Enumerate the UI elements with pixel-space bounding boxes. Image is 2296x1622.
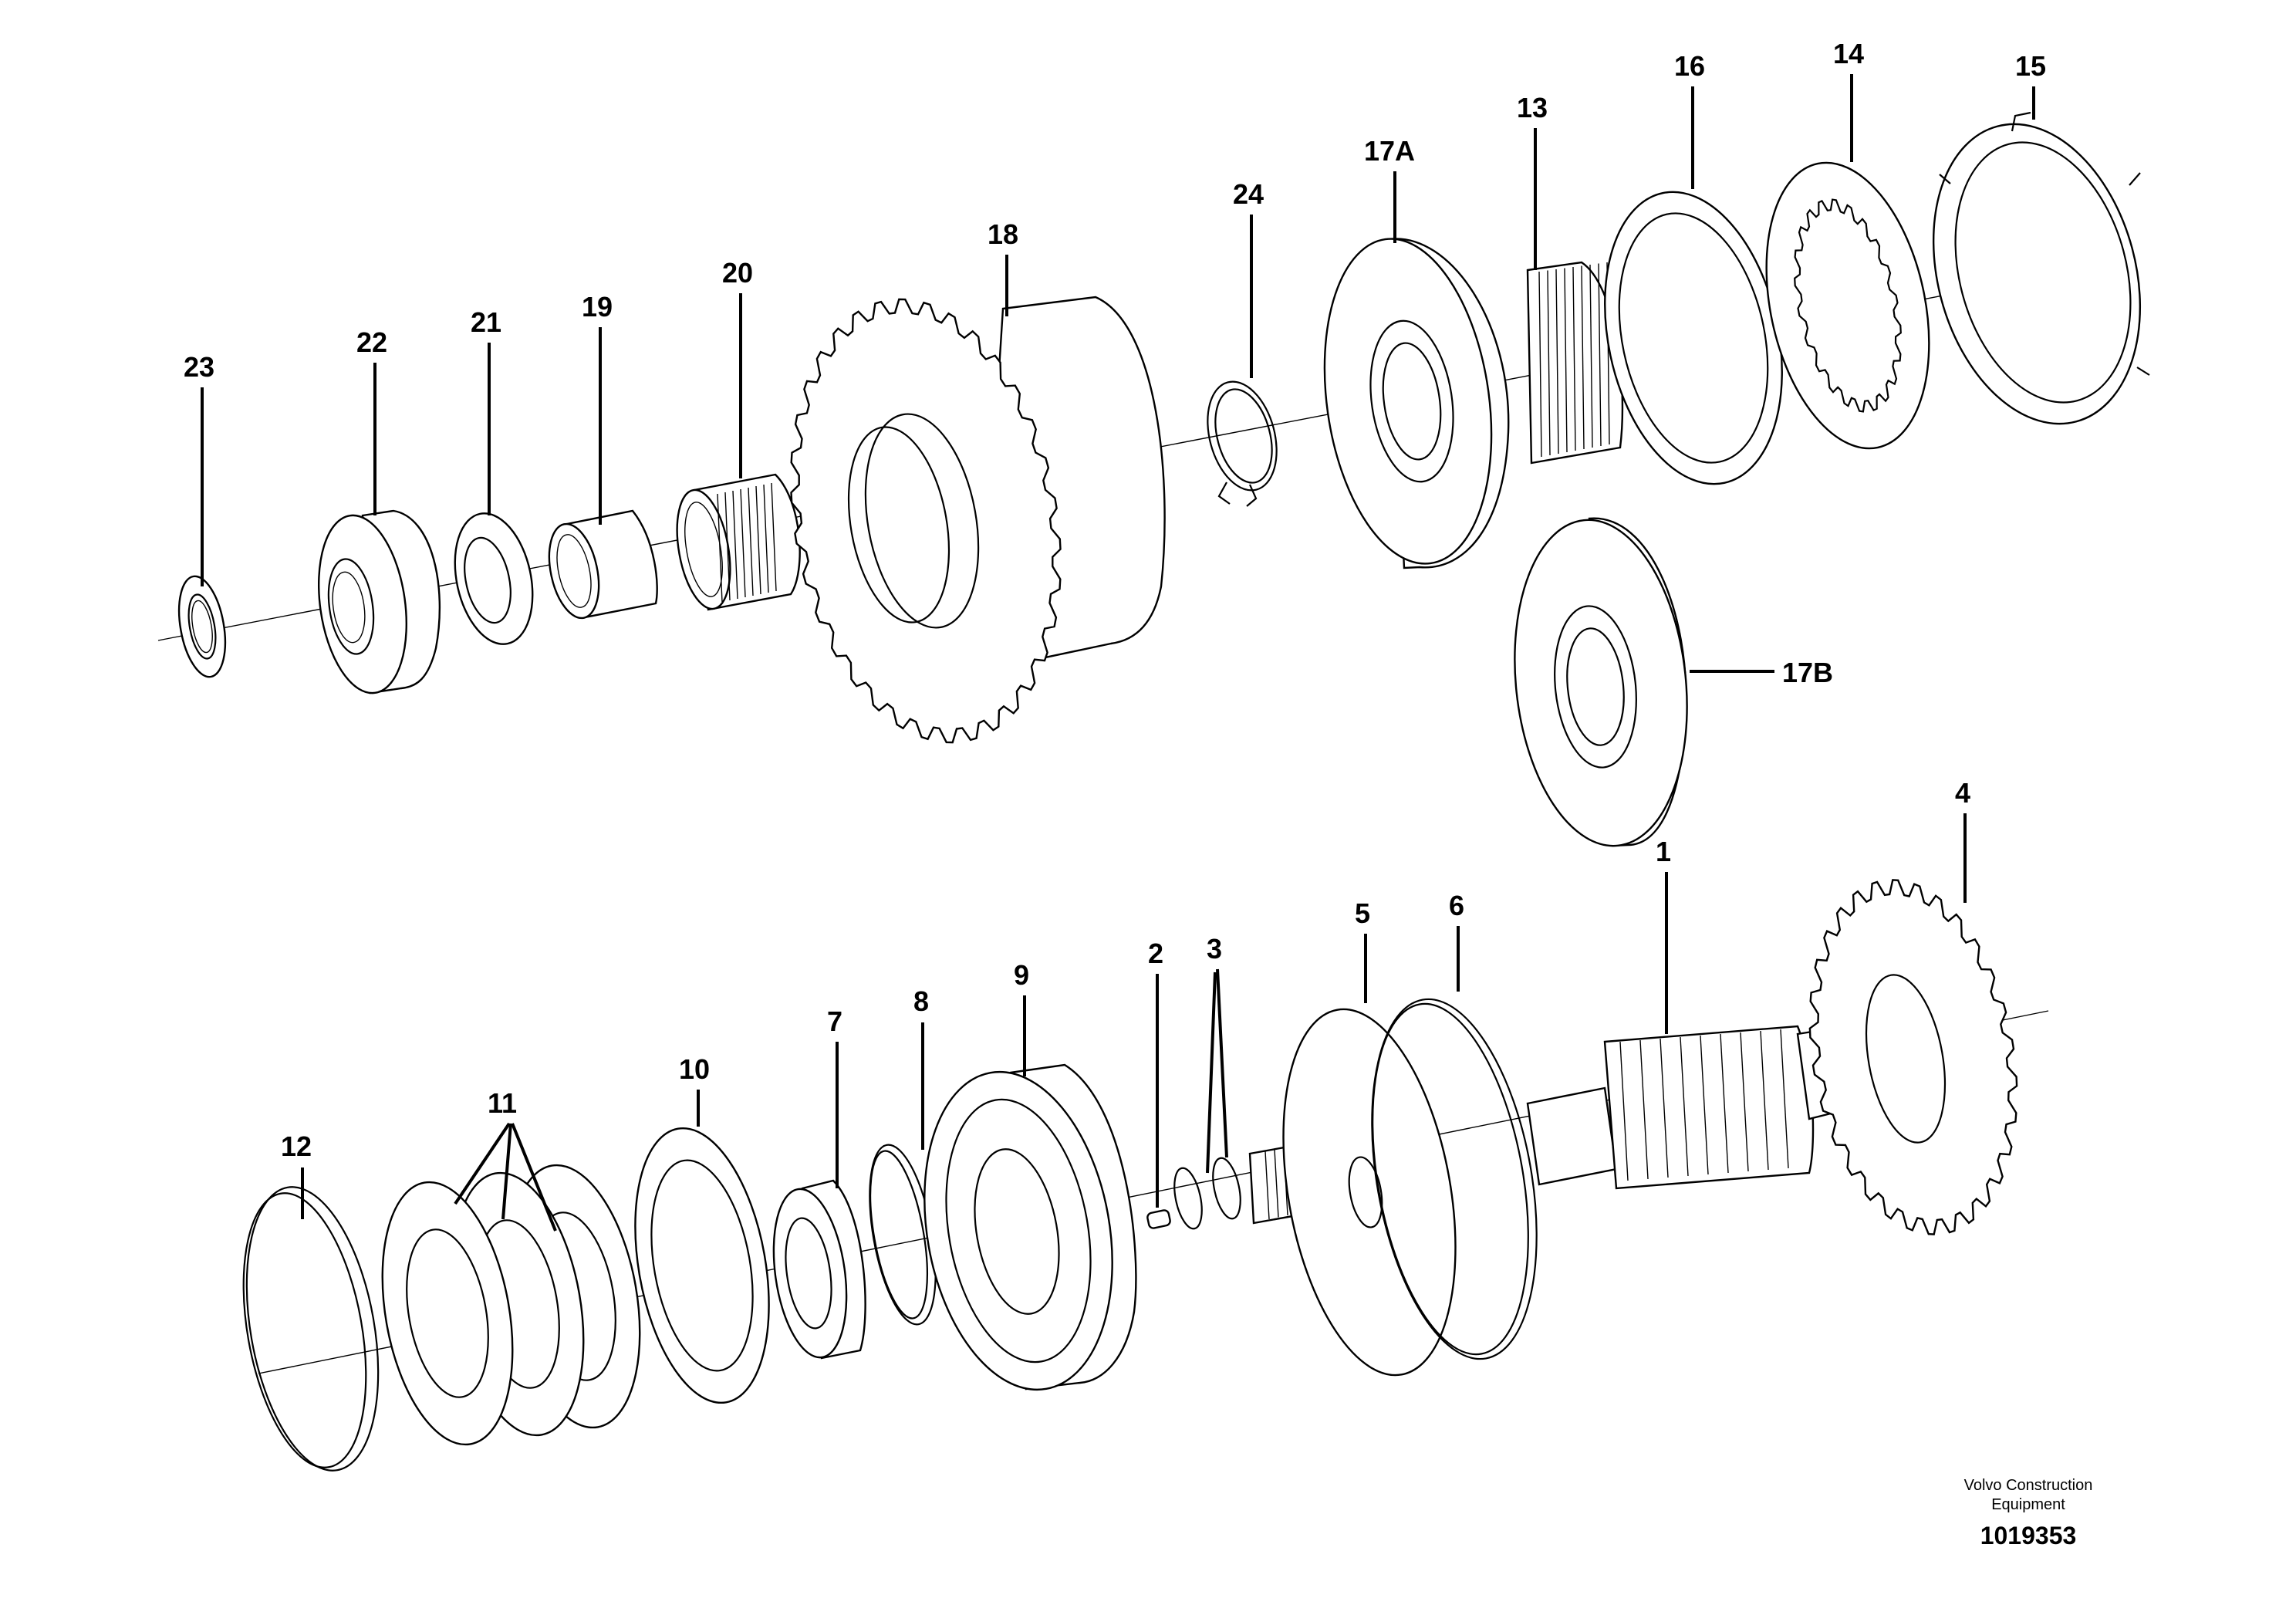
label-part-13: 13	[1517, 92, 1548, 123]
label-part-24: 24	[1233, 178, 1264, 210]
label-part-4: 4	[1955, 777, 1970, 809]
part-24-snap-ring	[1207, 380, 1278, 507]
label-part-18: 18	[988, 218, 1018, 250]
part-17a-piston	[1323, 238, 1510, 569]
part-9-piston	[923, 1063, 1137, 1391]
part-23-lock-nut	[177, 575, 227, 678]
part-14-inner-teeth	[1794, 198, 1902, 413]
label-part-12: 12	[281, 1130, 312, 1162]
part-4-gear-teeth	[1808, 879, 2018, 1235]
label-part-10: 10	[679, 1053, 710, 1085]
needle-rollers	[717, 482, 777, 603]
drawing-footer: Volvo Construction Equipment 1019353	[1964, 1477, 2093, 1549]
part-18-gear-drum	[790, 296, 1166, 744]
label-part-6: 6	[1449, 890, 1464, 921]
part-17b-piston	[1514, 517, 1688, 847]
label-part-3: 3	[1207, 933, 1222, 965]
part-1-shaft-splines	[1619, 1029, 1789, 1181]
label-part-20: 20	[722, 257, 753, 289]
part-22-bearing	[317, 509, 441, 694]
part-18-gear-teeth	[790, 298, 1062, 744]
part-14-friction-disc	[1765, 161, 1930, 450]
drawing-number: 1019353	[1980, 1522, 2077, 1549]
label-part-9: 9	[1014, 959, 1029, 991]
part-6-seal-ring	[1371, 998, 1538, 1360]
label-part-19: 19	[582, 291, 613, 323]
part-3-seal-rings	[1173, 1157, 1241, 1230]
label-part-15: 15	[2015, 50, 2046, 82]
part-10-thrust-washer	[634, 1127, 770, 1404]
label-part-17b: 17B	[1782, 657, 1833, 688]
label-part-1: 1	[1656, 836, 1671, 867]
label-part-23: 23	[184, 351, 214, 383]
part-4-gear	[1808, 879, 2018, 1235]
part-5-end-plate	[1282, 1008, 1457, 1377]
part-11-disc-springs	[381, 1164, 641, 1446]
part-1-shaft	[1248, 1025, 1842, 1225]
company-name-line2: Equipment	[1991, 1496, 2065, 1513]
label-part-2: 2	[1148, 938, 1163, 969]
label-part-5: 5	[1355, 897, 1370, 929]
part-7-seal-carrier	[772, 1179, 866, 1360]
lower-assembly	[242, 879, 2049, 1472]
part-15-end-plate	[1932, 111, 2150, 425]
part-20-needle-bearing	[676, 473, 801, 611]
label-part-16: 16	[1674, 50, 1705, 82]
label-part-22: 22	[356, 326, 387, 358]
leader-lines	[201, 74, 2035, 1232]
upper-assembly	[157, 111, 2150, 847]
part-labels: 23 22 21 19 20 18 24 17A 13 16 14 15 17B…	[184, 38, 2046, 1162]
part-21-thrust-washer	[454, 512, 534, 645]
company-name-line1: Volvo Construction	[1964, 1477, 2093, 1494]
part-19-bushing	[548, 509, 658, 620]
label-part-21: 21	[471, 306, 501, 338]
label-part-14: 14	[1833, 38, 1864, 69]
part-12-snap-ring	[242, 1186, 380, 1472]
label-part-11: 11	[488, 1087, 517, 1119]
label-part-17a: 17A	[1364, 135, 1415, 167]
part-2-plug	[1146, 1209, 1171, 1229]
label-part-7: 7	[827, 1005, 842, 1037]
label-part-8: 8	[913, 985, 929, 1017]
